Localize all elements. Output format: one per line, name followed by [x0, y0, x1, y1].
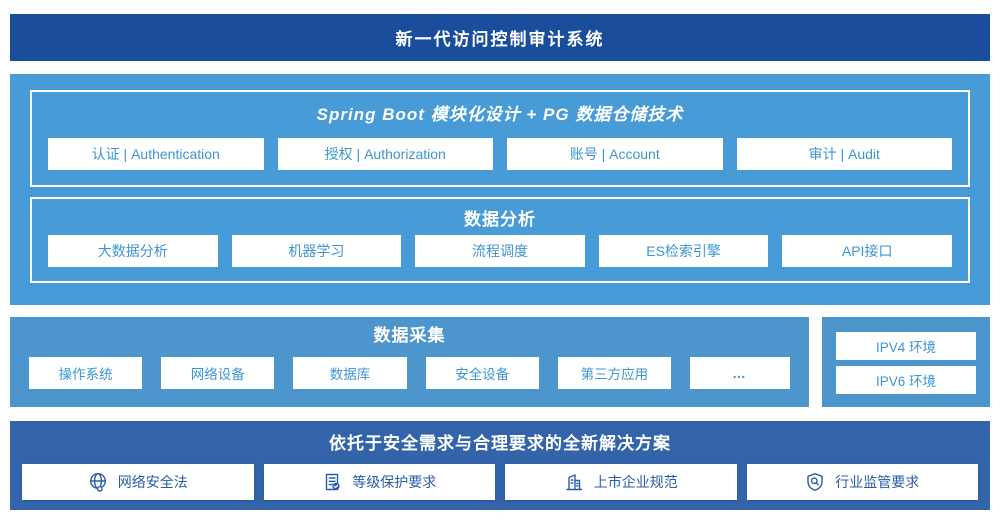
auth-module-row: 认证 | Authentication 授权 | Authorization 账…: [48, 138, 952, 171]
solution-section: 依托于安全需求与合理要求的全新解决方案 网络安全法: [10, 421, 990, 510]
module-security-device: 安全设备: [425, 357, 539, 389]
module-machine-learning: 机器学习: [231, 235, 402, 267]
item-label: 行业监管要求: [835, 474, 920, 490]
page-title: 新一代访问控制审计系统: [395, 30, 605, 49]
module-bigdata-analysis: 大数据分析: [48, 235, 218, 267]
springboot-title: Spring Boot 模块化设计 + PG 数据仓储技术: [316, 105, 684, 124]
globe-icon: [88, 472, 108, 492]
data-analysis-subsection: 数据分析 大数据分析 机器学习 流程调度 ES检索引擎 API接口: [30, 197, 970, 283]
ip-environment-panel: IPV4 环境 IPV6 环境: [822, 317, 990, 407]
item-industry-regulation: 行业监管要求: [746, 464, 978, 500]
module-network-device: 网络设备: [161, 357, 275, 389]
module-third-party-app: 第三方应用: [557, 357, 672, 389]
item-label: 等级保护要求: [352, 474, 437, 490]
shield-search-icon: [805, 472, 825, 492]
module-account: 账号 | Account: [507, 138, 723, 171]
item-label: 网络安全法: [117, 474, 188, 490]
item-network-security-law: 网络安全法: [22, 464, 254, 500]
module-ellipsis: …: [690, 357, 791, 389]
module-api-interface: API接口: [782, 235, 952, 267]
document-check-icon: [322, 472, 342, 492]
module-authorization: 授权 | Authorization: [277, 138, 493, 171]
building-icon: [564, 472, 584, 492]
springboot-subsection: Spring Boot 模块化设计 + PG 数据仓储技术 认证 | Authe…: [30, 90, 970, 188]
item-listed-company: 上市企业规范: [505, 464, 737, 500]
ipv6-environment: IPV6 环境: [836, 366, 976, 394]
item-classified-protection: 等级保护要求: [263, 464, 495, 500]
data-collection-title: 数据采集: [373, 326, 446, 345]
module-audit: 审计 | Audit: [736, 138, 952, 171]
solution-title: 依托于安全需求与合理要求的全新解决方案: [329, 434, 671, 453]
system-title-banner: 新一代访问控制审计系统: [10, 14, 990, 61]
solution-item-row: 网络安全法 等级保护要求: [22, 464, 978, 500]
platform-section: Spring Boot 模块化设计 + PG 数据仓储技术 认证 | Authe…: [10, 74, 990, 305]
module-operating-system: 操作系统: [29, 357, 143, 389]
ipv4-environment: IPV4 环境: [836, 332, 976, 360]
data-analysis-title: 数据分析: [464, 210, 536, 230]
module-database: 数据库: [293, 357, 407, 389]
data-collection-section: 数据采集 操作系统 网络设备 数据库 安全设备 第三方应用 …: [10, 317, 809, 407]
module-authentication: 认证 | Authentication: [48, 138, 264, 171]
module-workflow-scheduling: 流程调度: [415, 235, 585, 267]
item-label: 上市企业规范: [593, 474, 678, 490]
middle-row: 数据采集 操作系统 网络设备 数据库 安全设备 第三方应用 … IPV4 环境 …: [10, 317, 990, 407]
module-es-search-engine: ES检索引擎: [598, 235, 769, 267]
collection-module-row: 操作系统 网络设备 数据库 安全设备 第三方应用 …: [29, 357, 791, 389]
analysis-module-row: 大数据分析 机器学习 流程调度 ES检索引擎 API接口: [48, 235, 952, 267]
